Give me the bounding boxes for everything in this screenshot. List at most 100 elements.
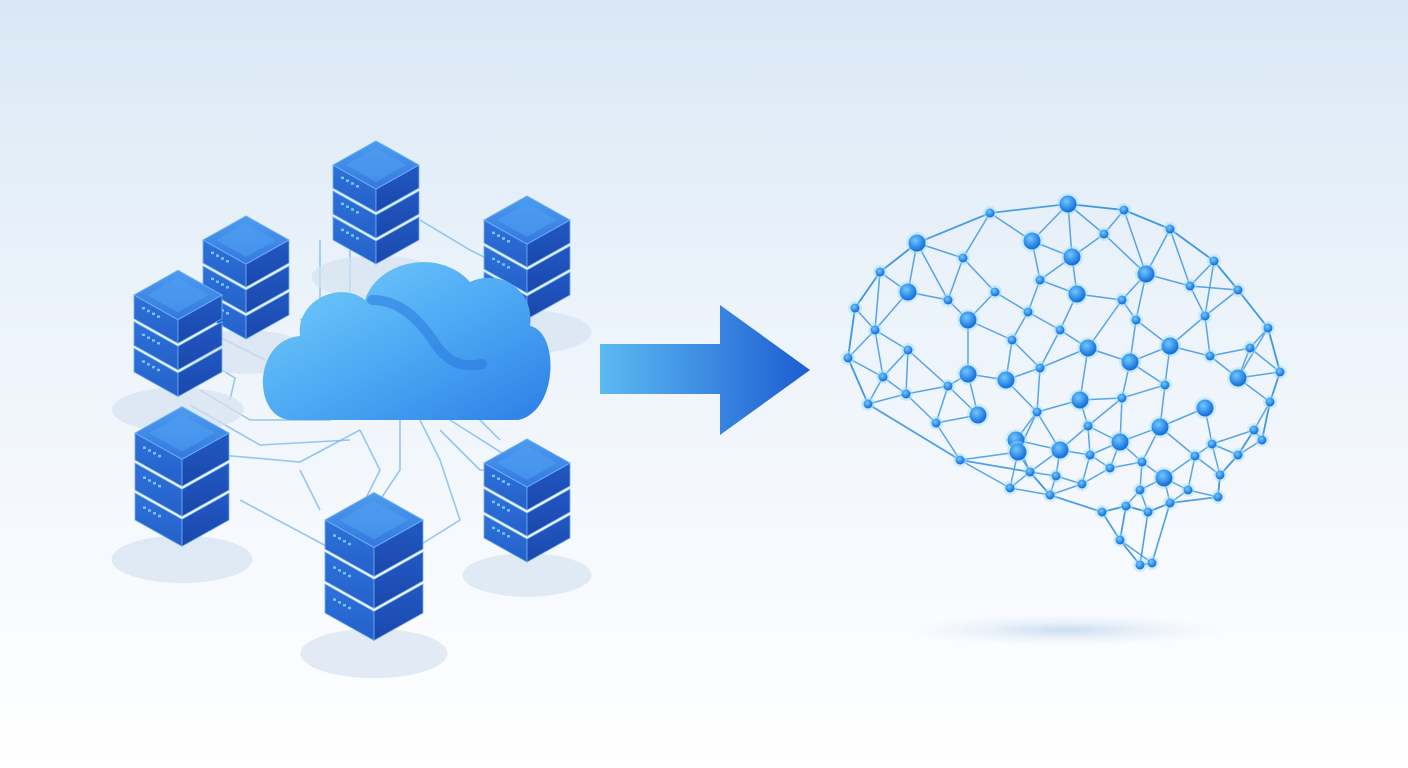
server-led [497, 503, 500, 506]
brain-edge [1187, 455, 1196, 491]
server-led [356, 185, 359, 188]
circuit-line [379, 420, 401, 501]
server-rack-lower-right [462, 438, 592, 597]
brain-node [1135, 485, 1145, 495]
brain-stem-edge [1101, 511, 1121, 541]
brain-edge [1189, 285, 1206, 317]
server-led [507, 483, 510, 486]
server-led [497, 529, 500, 532]
brain-edge [1123, 209, 1147, 275]
server-top-panel [149, 414, 215, 452]
brain-node [1007, 335, 1017, 345]
neural-brain-icon [841, 193, 1287, 572]
brain-node [943, 295, 953, 305]
brain-node [1205, 351, 1215, 361]
brain-edge [1087, 397, 1123, 427]
brain-edge [874, 329, 884, 378]
brain-node [1085, 450, 1095, 460]
server-shadow [111, 535, 253, 584]
brain-outline-edge [1213, 260, 1239, 291]
circuit-line [299, 469, 321, 511]
brain-node [943, 381, 953, 391]
brain-edge [1253, 401, 1271, 431]
brain-edge [1009, 487, 1051, 496]
brain-node [1068, 285, 1086, 303]
brain-edge [1209, 347, 1251, 357]
brain-node [997, 371, 1015, 389]
brain-stem-edge [1119, 539, 1141, 566]
server-led [142, 307, 145, 310]
server-led [158, 514, 161, 518]
brain-edge [1011, 339, 1041, 369]
server-side-face [526, 488, 571, 537]
brain-edge [847, 357, 884, 378]
brain-node [1196, 399, 1214, 417]
brain-outline-edge [854, 271, 881, 309]
server-led [341, 202, 344, 206]
server-led [492, 257, 495, 261]
server-led [158, 454, 161, 458]
brain-node [1115, 535, 1125, 545]
brain-node [1263, 323, 1273, 333]
brain-edge [1204, 315, 1211, 357]
brain-node [1035, 363, 1045, 373]
server-led [142, 360, 145, 363]
server-led [226, 286, 229, 289]
circuit-line [449, 419, 511, 459]
brain-edge [935, 385, 949, 424]
brain-edge [867, 376, 884, 405]
brain-node [1245, 343, 1255, 353]
brain-edge [1027, 311, 1061, 331]
brain-outline-edge [1261, 401, 1271, 441]
server-side-face [375, 216, 420, 265]
brain-node [1099, 229, 1109, 239]
server-led [492, 231, 495, 235]
server-top-panel [339, 500, 409, 540]
brain-edge [1211, 443, 1239, 456]
brain-edge [959, 459, 1011, 489]
server-led [147, 309, 150, 313]
brain-node [1005, 483, 1015, 493]
brain-node [1155, 469, 1173, 487]
brain-edge [1237, 327, 1269, 379]
brain-edge [1211, 429, 1255, 445]
server-side-face [373, 551, 424, 610]
brain-node [1121, 501, 1131, 511]
server-led [356, 211, 359, 214]
brain-edge [947, 257, 964, 301]
brain-outline-edge [1267, 327, 1281, 373]
server-led [153, 452, 156, 455]
server-led [502, 506, 505, 509]
server-top-panel [496, 446, 558, 480]
server-led [153, 512, 156, 515]
server-led [158, 484, 161, 488]
brain-node [1111, 433, 1129, 451]
server-led [143, 446, 146, 449]
brain-node [959, 365, 977, 383]
brain-node [1023, 232, 1041, 250]
brain-edge [1011, 311, 1029, 341]
brain-edge [874, 271, 881, 331]
server-side-face [177, 320, 223, 371]
server-led [507, 509, 510, 512]
brain-edge [1187, 489, 1219, 498]
circuit-line [239, 499, 331, 549]
brain-node [1160, 380, 1170, 390]
brain-edge [907, 349, 949, 387]
brain-edge [847, 329, 876, 359]
brain-edge [959, 451, 1019, 461]
server-led [497, 260, 500, 263]
brain-node [1190, 451, 1200, 461]
server-side-face [526, 245, 571, 294]
brain-node [1009, 443, 1027, 461]
brain-edge [962, 257, 996, 293]
brain-outline-edge [1269, 371, 1281, 403]
brain-node [1119, 205, 1129, 215]
server-led [211, 251, 214, 255]
brain-node [1265, 397, 1275, 407]
brain-edge [854, 307, 876, 331]
brain-edge [1249, 347, 1281, 373]
server-led [346, 179, 349, 182]
brain-edge [1079, 347, 1089, 401]
